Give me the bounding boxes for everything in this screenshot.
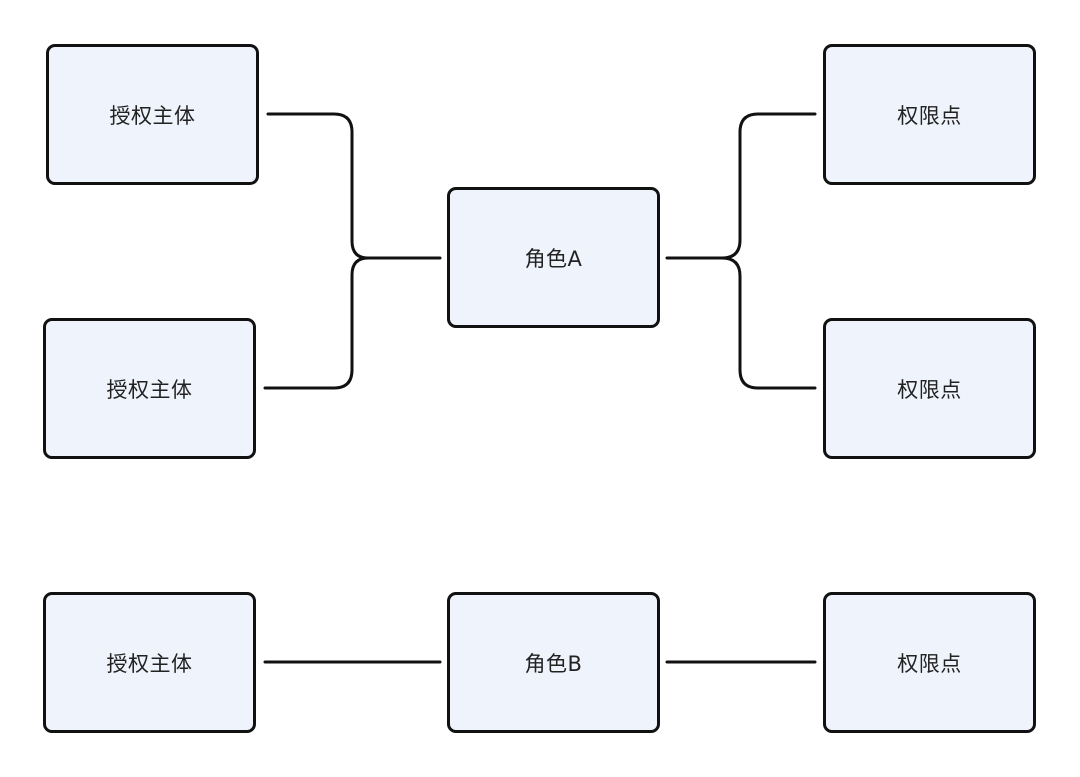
connector-role-a-permission2 bbox=[720, 256, 817, 390]
connector-subject2-role-a bbox=[263, 256, 370, 390]
role-a-node[interactable]: 角色A bbox=[447, 187, 660, 328]
subject-node-3[interactable]: 授权主体 bbox=[43, 592, 256, 733]
permission-node-3-label: 权限点 bbox=[897, 651, 962, 676]
permission-node-3[interactable]: 权限点 bbox=[823, 592, 1036, 733]
permission-node-2[interactable]: 权限点 bbox=[823, 318, 1036, 459]
role-b-node[interactable]: 角色B bbox=[447, 592, 660, 733]
permission-node-1-label: 权限点 bbox=[897, 103, 962, 128]
permission-node-2-label: 权限点 bbox=[897, 377, 962, 402]
role-a-label: 角色A bbox=[524, 246, 583, 271]
connector-subject1-role-a bbox=[266, 112, 442, 260]
connector-role-a-permission1 bbox=[665, 112, 817, 260]
subject-node-2-label: 授权主体 bbox=[106, 377, 193, 402]
subject-node-2[interactable]: 授权主体 bbox=[43, 318, 256, 459]
role-b-label: 角色B bbox=[524, 651, 583, 676]
permission-node-1[interactable]: 权限点 bbox=[823, 44, 1036, 185]
subject-node-1[interactable]: 授权主体 bbox=[46, 44, 259, 185]
subject-node-3-label: 授权主体 bbox=[106, 651, 193, 676]
subject-node-1-label: 授权主体 bbox=[109, 103, 196, 128]
